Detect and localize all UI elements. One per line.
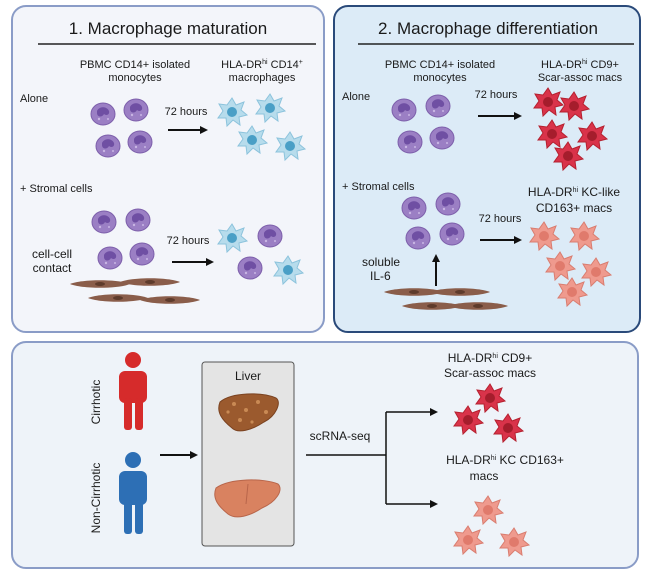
panel2-col-left-line2: monocytes [413,72,467,84]
panel2-soluble-line1: soluble [362,255,400,269]
panel1-col-right-a: HLA-DR [221,59,262,71]
panel2-row2-label: + Stromal cells [342,181,415,193]
panel1-row2-label: + Stromal cells [20,183,93,195]
monocyte [90,102,116,126]
monocyte [127,130,153,154]
monocyte [129,242,155,266]
panel-macrophage-maturation: 1. Macrophage maturation PBMC CD14+ isol… [11,5,325,333]
panel2-out2-sup: hi [573,187,579,194]
monocyte [425,94,451,118]
noncirrhotic-label: Non-Cirrhotic [89,463,103,534]
panel3-out2-a: HLA-DR [446,453,491,467]
panel2-title: 2. Macrophage differentiation [378,19,598,38]
panel1-contact-line2: contact [33,261,72,275]
liver-box [201,361,295,547]
monocyte [391,98,417,122]
panel2-col-left-line1: PBMC CD14+ isolated [385,59,495,71]
panel3-out1-b: CD9+ [498,351,532,365]
panel1-title: 1. Macrophage maturation [69,19,267,38]
panel1-arrow2-label: 72 hours [167,235,210,247]
cirrhotic-person-icon [119,352,147,430]
noncirrhotic-person-icon [119,452,147,534]
monocyte [397,130,423,154]
monocyte [95,134,121,158]
panel2-col-right-sup: hi [582,59,588,66]
panel2-row1-label: Alone [342,91,370,103]
monocyte [405,226,431,250]
panel2-arrow2-label: 72 hours [479,213,522,225]
monocyte [125,208,151,232]
panel3-out1-line1: HLA-DRhi CD9+ [448,351,532,365]
panel2-out2-line1: HLA-DRhi KC-like [528,185,620,199]
panel-macrophage-differentiation: 2. Macrophage differentiation PBMC CD14+… [333,5,641,333]
panel1-col-right-b: CD14 [268,59,299,71]
panel1-arrow1-label: 72 hours [165,106,208,118]
panel3-out2-line2: macs [470,469,499,483]
healthy-liver-icon [214,479,281,518]
panel3-out1-line2: Scar-assoc macs [444,366,536,380]
panel1-col-right-line2: macrophages [229,72,296,84]
panel2-soluble-line2: IL-6 [370,269,391,283]
monocyte [237,256,263,280]
monocyte [91,210,117,234]
panel1-col-left-line1: PBMC CD14+ isolated [80,59,190,71]
panel2-col-right-b: CD9+ [587,59,619,71]
panel1-col-right-plus: + [299,59,303,66]
cirrhotic-liver-icon [218,393,279,432]
panel3-out2-line1: HLA-DRhi KC CD163+ [446,453,564,467]
panel2-col-right-a: HLA-DR [541,59,582,71]
monocyte [123,98,149,122]
panel2-frame [333,5,641,333]
liver-label: Liver [235,369,261,383]
panel2-out2-b: KC-like [578,185,620,199]
panel3-out1-a: HLA-DR [448,351,493,365]
panel-patient-scrnaseq: Cirrhotic Non-Cirrhotic Liver [11,341,639,569]
monocyte [435,192,461,216]
panel1-col-right-line1: HLA-DRhi CD14+ [221,59,303,71]
panel1-frame [11,5,325,333]
panel1-contact-line1: cell-cell [32,247,72,261]
cirrhotic-label: Cirrhotic [89,380,103,425]
monocyte [429,126,455,150]
monocyte [439,222,465,246]
panel3-out2-sup: hi [491,455,497,462]
monocyte [97,246,123,270]
panel2-arrow1-label: 72 hours [475,89,518,101]
scrnaseq-label: scRNA-seq [310,429,371,443]
panel3-out1-sup: hi [492,353,498,360]
panel2-out2-a: HLA-DR [528,185,573,199]
panel1-row1-label: Alone [20,93,48,105]
panel2-col-right-line1: HLA-DRhi CD9+ [541,59,619,71]
panel2-col-right-line2: Scar-assoc macs [538,72,623,84]
monocyte [401,196,427,220]
panel2-out2-line2: CD163+ macs [536,201,612,215]
monocyte [257,224,283,248]
panel3-out2-b: KC CD163+ [496,453,564,467]
panel1-col-left-line2: monocytes [108,72,162,84]
panel1-col-right-sup: hi [262,59,268,66]
